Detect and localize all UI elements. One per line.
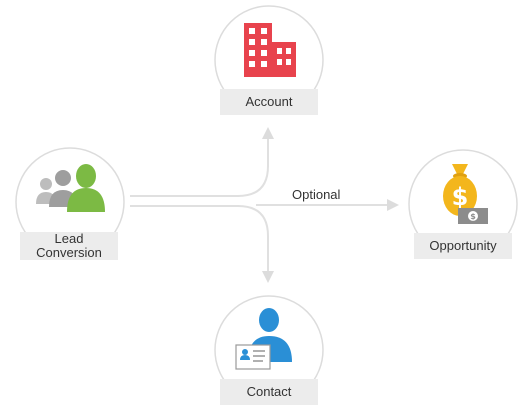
arrowhead-contact — [262, 271, 274, 283]
contact-label: Contact — [220, 379, 318, 405]
svg-text:$: $ — [470, 212, 476, 221]
arrowhead-opportunity — [387, 199, 399, 211]
optional-edge-label: Optional — [292, 187, 341, 202]
connector-lead-to-contact — [130, 205, 269, 272]
opportunity-label: Opportunity — [414, 233, 512, 259]
connector-lead-to-account — [130, 138, 269, 197]
money-bag-icon: $ $ — [443, 164, 488, 224]
lead-label: Lead Conversion — [20, 232, 118, 260]
office-building-icon — [244, 23, 296, 77]
contact-card-icon — [235, 308, 292, 370]
svg-text:$: $ — [452, 183, 469, 211]
account-label: Account — [220, 89, 318, 115]
lead-label-line1: Lead — [54, 231, 84, 246]
lead-label-line2: Conversion — [36, 245, 102, 260]
arrowhead-account — [262, 127, 274, 139]
people-group-icon — [36, 164, 105, 212]
